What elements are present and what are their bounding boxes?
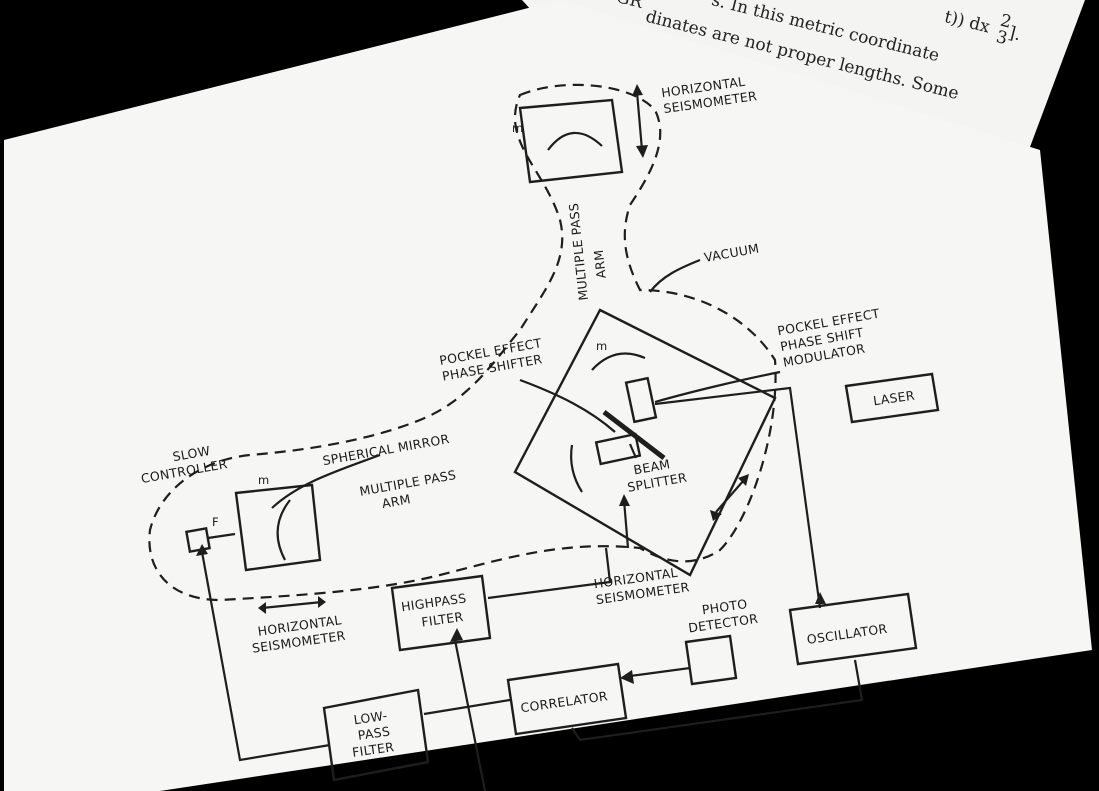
force-label: F [212,515,219,529]
mass-label-top: m [512,121,523,135]
diagram-paper [4,0,1092,791]
mass-label-left: m [258,473,269,487]
mass-label-center: m [596,339,607,353]
multiple-pass-arm-vertical-line2: ARM [591,249,609,279]
